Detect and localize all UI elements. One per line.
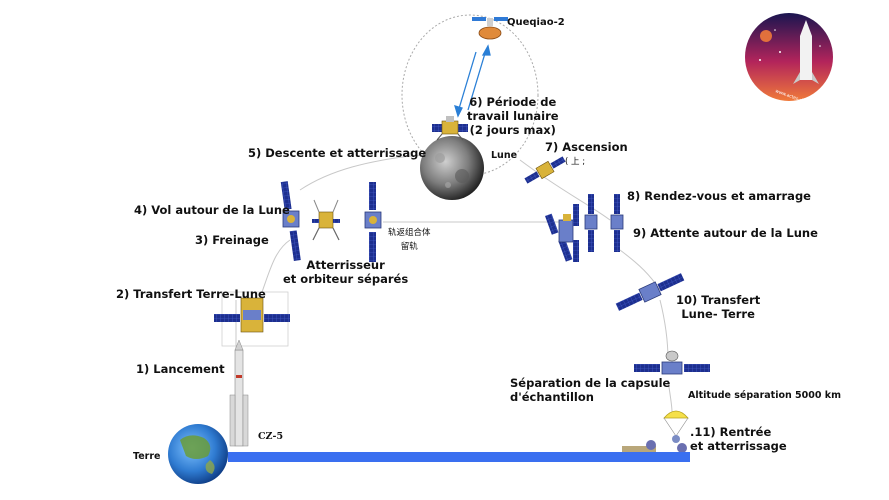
queqiao-satellite-icon [472,17,508,40]
trajectory-path [235,14,673,413]
capsule-line2: d'échantillon [510,390,594,404]
earth-icon [168,424,228,484]
ground-bar [228,452,690,462]
moon-icon [420,136,484,200]
cn-orbit-line2: 留轨 [400,242,418,252]
orbiter-staying-icon [364,182,382,262]
parachute-icon [663,410,689,443]
ascender-icon [524,156,566,184]
cn-orbit-line1: 轨返组合体 [388,228,431,238]
orbit-waiting-spacecraft-icon [584,194,598,252]
moon-label: Lune [491,150,518,161]
cz5-rocket-icon [229,339,249,447]
capsule-line1: Séparation de la capsule [510,376,671,390]
step11-label: .11) Rentrée et atterrissage [690,425,787,453]
step1-label: 1) Lancement [136,362,225,376]
capsule-separation-spacecraft-icon [634,350,710,375]
cn-orbit-label: 轨返组合体 留轨 [388,226,431,254]
step5-label: 5) Descente et atterrissage [248,146,427,160]
step10-line2: Lune- Terre [681,307,755,321]
orbiter-freinage-icon [280,181,301,262]
step10-label: 10) Transfert Lune- Terre [676,293,760,321]
orbit-waiting-spacecraft-2-icon [610,194,624,252]
lander-separating-icon [312,199,340,241]
step7-label: 7) Ascension [545,140,628,154]
landed-capsule-icon [622,440,687,454]
step10-line1: 10) Transfert [676,293,761,307]
step6-label: 6) Période de travail lunaire (2 jours m… [467,95,559,137]
step3-label: 3) Freinage [195,233,269,247]
relay-link-arrows [454,44,491,118]
actes-d-cosmos-logo: www.actes-d-cosmos [745,13,833,110]
queqiao-label: Queqiao-2 [507,17,565,28]
step7-cn-label: ( 上 ; [565,157,586,167]
step6-line3: (2 jours max) [469,123,556,137]
step9-label: 9) Attente autour de la Lune [633,226,818,240]
step6-line1: 6) Période de [469,95,557,109]
transfer-spacecraft-icon [214,297,290,333]
altitude-label: Altitude séparation 5000 km [688,390,842,401]
lander-on-moon-icon [432,116,468,141]
step2-label: 2) Transfert Terre-Lune [116,287,266,301]
step11-line1: .11) Rentrée [690,425,772,439]
separated-line1: Atterrisseur [306,258,385,272]
earth-label: Terre [133,451,161,462]
return-transfer-spacecraft-icon [615,273,685,311]
capsule-separation-label: Séparation de la capsule d'échantillon [510,376,670,404]
step11-line2: et atterrissage [690,439,787,453]
rendezvous-spacecraft-icon [545,204,579,262]
rocket-label: CZ-5 [258,431,284,442]
step8-label: 8) Rendez-vous et amarrage [627,189,811,203]
separated-label: Atterrisseur et orbiteur séparés [283,258,408,286]
step6-line2: travail lunaire [467,109,559,123]
step4-label: 4) Vol autour de la Lune [134,203,290,217]
separated-line2: et orbiteur séparés [283,272,409,286]
